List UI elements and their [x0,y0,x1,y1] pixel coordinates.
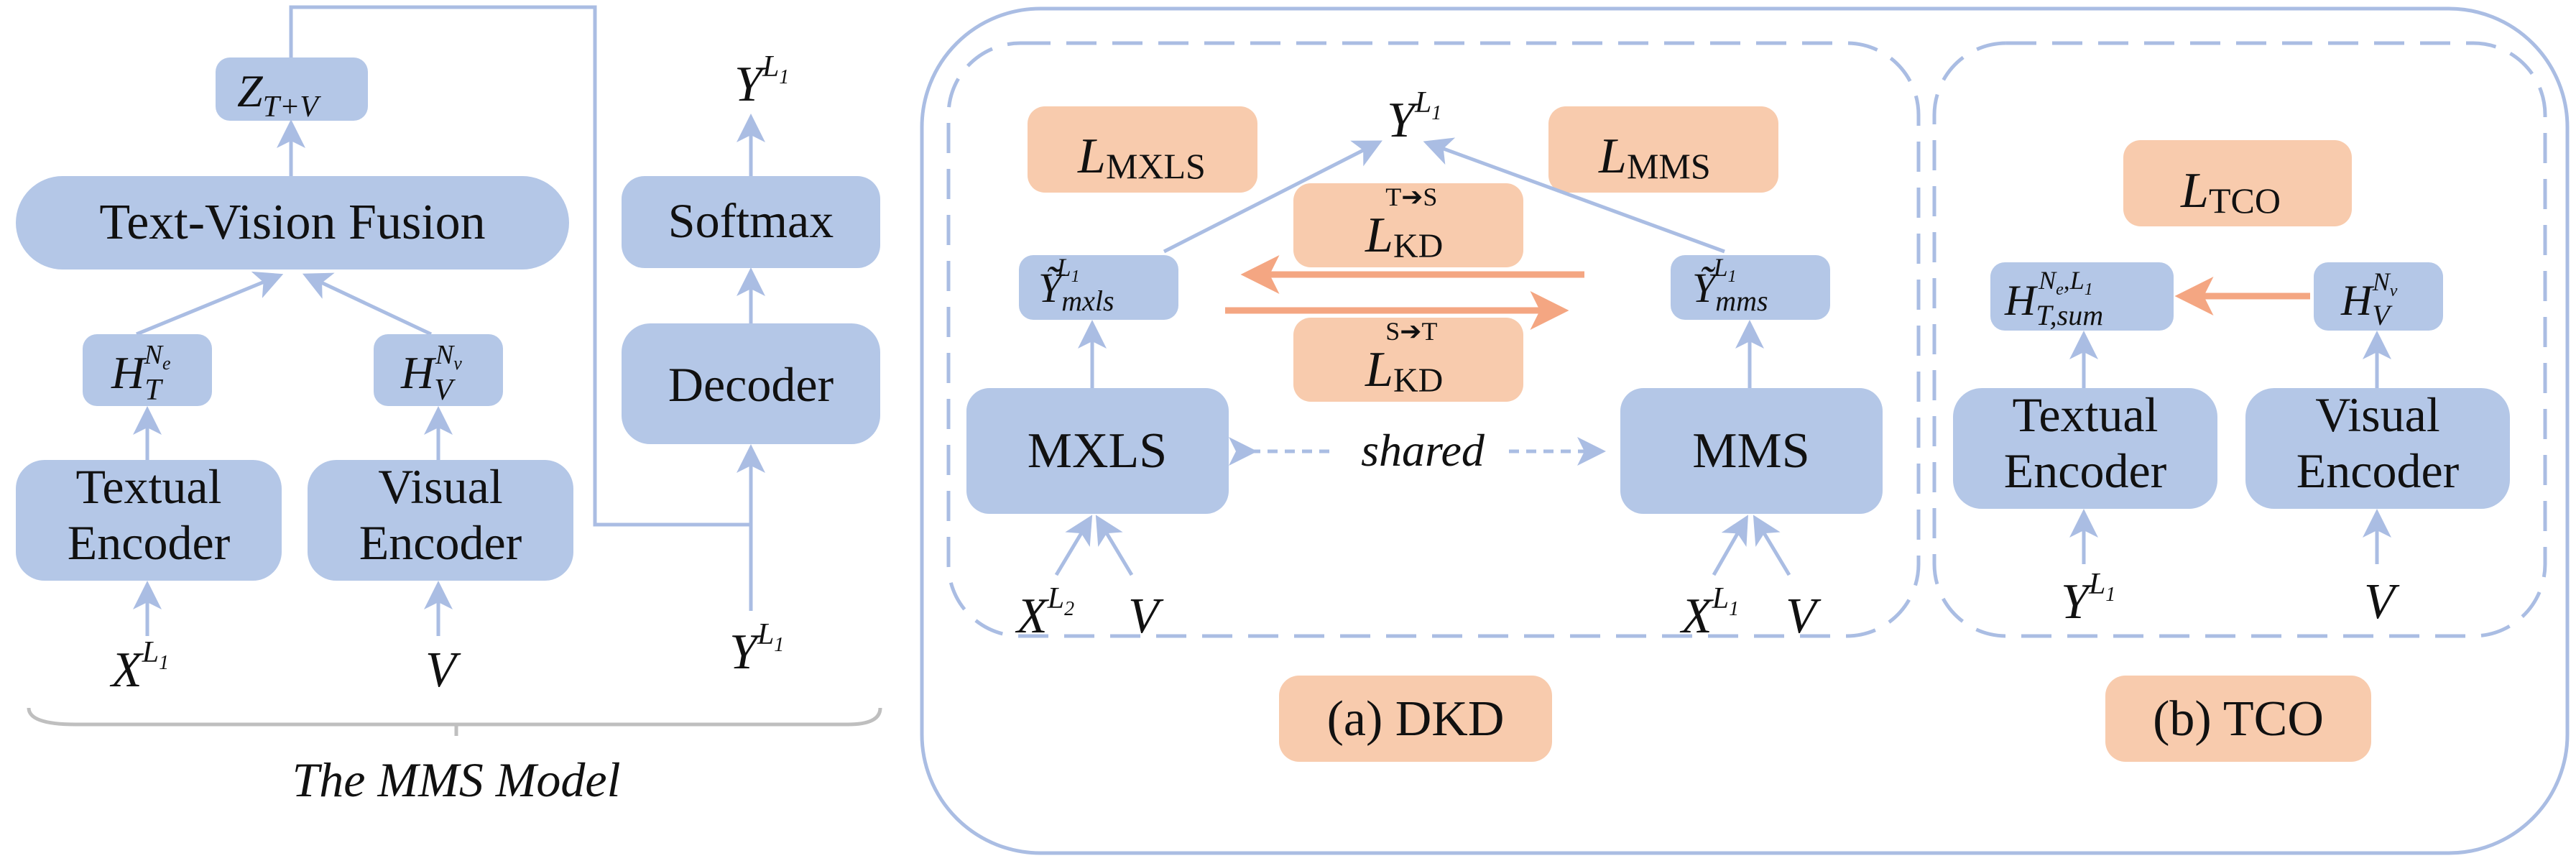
visual-encoder-box [308,460,573,581]
hv-to-fusion-arrow [302,272,433,336]
tco-visual-encoder-box [2245,388,2510,509]
decoder-box [622,323,880,444]
kd-ts-box [1293,183,1523,267]
l-mms-label: LMMS [1598,129,1711,186]
hts-box [1990,262,2174,331]
tco-textual-encoder-box [1953,388,2217,509]
outer-container [920,6,2570,855]
x2-label: XL2 [1015,582,1074,644]
mxls-box [966,388,1229,514]
z-label: ZT+V [237,65,321,124]
dkd-panel: LMXLS LMMS YL1 LKDT➔S LKDS➔T ỸmxlsL1 Ỹmm… [946,41,1921,762]
x1-to-mms-arrow [1712,515,1748,576]
mms-caption: The MMS Model [292,752,620,807]
y-output-label: YL1 [734,50,789,112]
softmax-box [622,176,880,268]
ytil-mms-label: ỸmmsL1 [1692,253,1768,317]
hv-box [374,334,503,406]
kd-ts-label: LKDT➔S [1365,183,1443,265]
v-left-label: V [1128,589,1164,644]
tco-v-input-label: V [2364,574,2400,630]
decoder-label: Decoder [668,357,834,412]
ytil-mxls-to-y-arrow [1163,140,1382,254]
tco-dashed-border [1932,41,2547,638]
l-tco-box [2123,140,2352,226]
ht-box [83,334,212,406]
hv-label: HVNv [400,340,462,407]
vright-to-mms-arrow [1753,515,1791,576]
softmax-label: Softmax [668,193,834,248]
tco-label-box [2105,676,2371,762]
tco-hv-label: HVNv [2340,267,2398,331]
ht-to-fusion-arrow [136,271,284,336]
l-tco-label: LTCO [2180,163,2281,221]
l-mms-box [1548,106,1778,193]
l-mxls-box [1028,106,1257,193]
vleft-to-mxls-arrow [1095,515,1134,576]
ytil-mms-box [1671,255,1830,320]
ytil-mxls-label: ỸmxlsL1 [1038,253,1114,317]
ytil-mms-to-y-arrow [1423,137,1725,254]
mms-label: MMS [1692,423,1809,479]
mms-box [1620,388,1883,514]
shared-label-bg [1337,420,1509,478]
v-input-label: V [425,642,461,698]
ht-label: HTNe [111,340,170,407]
mxls-label: MXLS [1028,423,1167,479]
x2-to-mxls-arrow [1054,515,1093,576]
tco-hv-box [2314,262,2443,331]
dkd-label: (a) DKD [1327,691,1505,747]
y-input-label: YL1 [729,618,784,680]
x-input-label: XL1 [109,636,169,698]
mms-model: ZT+V Text-Vision Fusion HTNe HVNv Textua… [16,5,882,807]
fusion-label: Text-Vision Fusion [99,195,485,250]
dkd-y-target-label: YL1 [1387,86,1441,148]
tco-label: (b) TCO [2153,691,2324,747]
dkd-label-box [1279,676,1552,762]
mms-brace [27,707,882,727]
v-right-label: V [1786,589,1822,644]
kd-st-label: LKDS➔T [1365,317,1443,400]
ytil-mxls-box [1019,255,1178,320]
x1-label: XL1 [1679,582,1739,644]
shared-label: shared [1361,425,1485,476]
z-box [216,57,368,121]
kd-st-box [1293,318,1523,402]
fusion-box [16,176,569,270]
z-to-decoder-wire [289,5,751,527]
textual-encoder-box [16,460,282,581]
hts-label: HT,sumNe,L1 [2004,266,2103,331]
l-mxls-label: LMXLS [1077,129,1206,186]
tco-y-input-label: YL1 [2061,568,2115,630]
dkd-dashed-border [946,41,1921,638]
